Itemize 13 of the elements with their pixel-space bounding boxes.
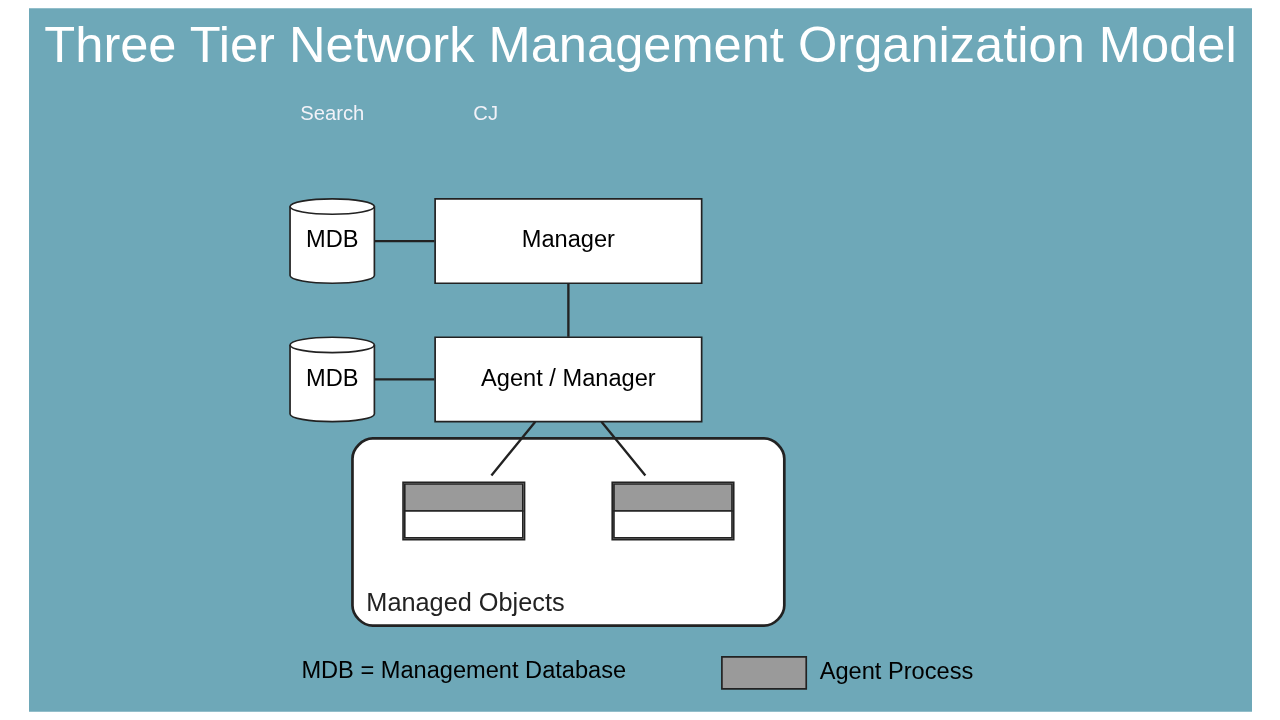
label: Search: [299, 101, 364, 124]
cluster: Managed Objects: [350, 437, 786, 628]
connector: [600, 420, 646, 477]
connector: [566, 283, 570, 337]
node-box: Manager: [433, 198, 702, 285]
node-box: Agent / Manager: [433, 336, 702, 423]
label: MDB = Management Database: [300, 657, 626, 684]
connector: [374, 378, 434, 381]
label: CJ: [472, 101, 498, 124]
connector: [374, 239, 434, 243]
legend-label: Agent Process: [819, 658, 973, 685]
diagram-title: Three Tier Network Management Organization Model: [43, 16, 1237, 74]
connector: [490, 420, 536, 477]
